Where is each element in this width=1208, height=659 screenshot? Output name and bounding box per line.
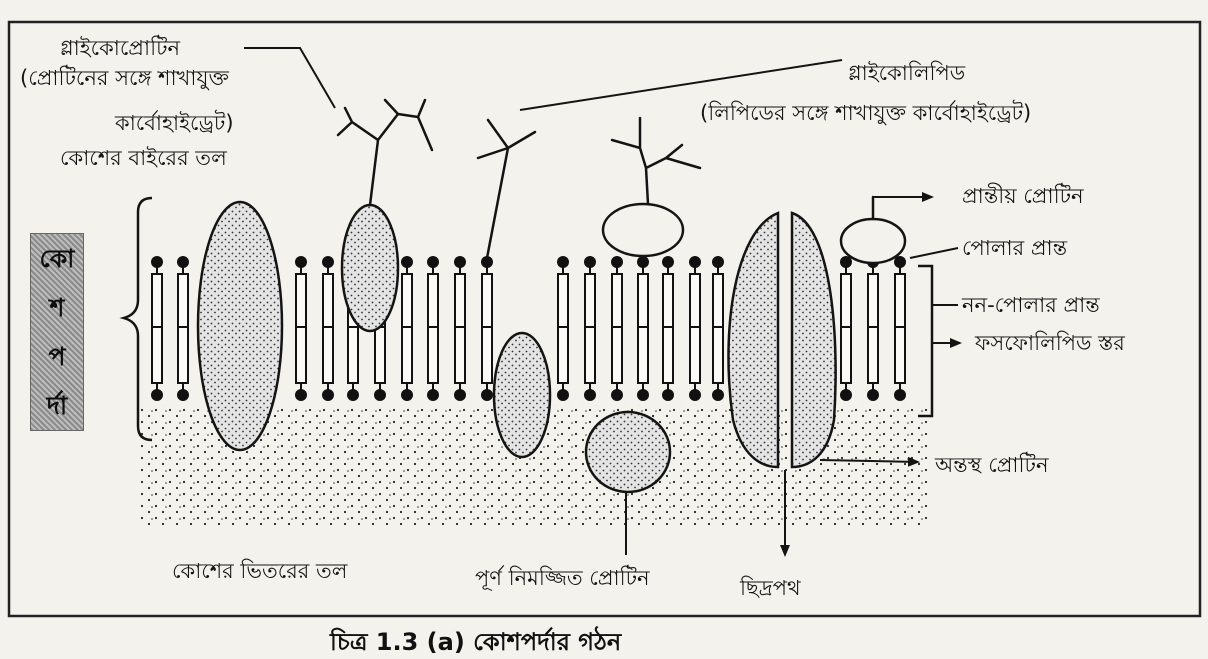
label-glycolipid-desc: (লিপিডের সঙ্গে শাখাযুক্ত কার্বোহাইড্রেট) [700,100,1031,126]
side-label-part: র্দা [47,392,67,420]
phospholipid-molecule [712,256,724,401]
label-phospholipid-layer: ফসফোলিপিড স্তর [975,330,1125,356]
label-nonpolar-end: নন-পোলার প্রান্ত [962,292,1100,318]
phospholipid-molecule [689,256,701,401]
label-outer-surface: কোশের বাইরের তল [60,145,227,171]
membrane-side-label: কো শ প র্দা [30,233,84,431]
phospholipid-molecule [481,256,493,401]
side-label-part: শ [50,294,65,322]
glycoprotein-body [342,205,398,331]
phospholipid-molecule [557,256,569,401]
phospholipid-molecule [427,256,439,401]
phospholipid-molecule [584,256,596,401]
channel-protein-left [728,213,778,467]
label-glycolipid: গ্লাইকোলিপিড [848,60,965,86]
phospholipid-molecule [454,256,466,401]
side-label-part: কো [40,245,75,273]
phospholipid-molecule [840,256,852,401]
label-inner-surface: কোশের ভিতরের তল [172,558,347,584]
label-glycoprotein: গ্লাইকোপ্রোটিন [60,35,180,61]
phospholipid-molecule [295,256,307,401]
phospholipid-molecule [894,256,906,401]
phospholipid-molecule [637,256,649,401]
label-peripheral-protein: প্রান্তীয় প্রোটিন [962,183,1084,209]
phospholipid-molecule [151,256,163,401]
peripheral-protein [841,219,905,263]
layer-bracket [918,266,932,416]
membrane-brace [124,198,152,440]
glycolipid-head-body [603,204,683,256]
label-integral-protein: অন্তস্থ প্রোটিন [935,452,1049,478]
phospholipid-molecule [662,256,674,401]
label-glycoprotein-desc-1: (প্রোটিনের সঙ্গে শাখাযুক্ত [20,65,229,91]
phospholipid-molecule [401,256,413,401]
side-label-part: প [49,343,66,371]
integral-protein-large [198,202,282,450]
channel-protein-right [792,213,836,467]
phospholipid-molecule [322,256,334,401]
phospholipid-molecule [611,256,623,401]
embedded-protein-lower [494,333,550,457]
label-submerged-protein: পূর্ণ নিমজ্জিত প্রোটিন [475,565,650,591]
submerged-protein [586,412,670,492]
phospholipid-molecule [867,256,879,401]
label-polar-end: পোলার প্রান্ত [962,235,1067,261]
phospholipid-molecule [177,256,189,401]
label-glycoprotein-desc-2: কার্বোহাইড্রেট) [115,110,234,136]
label-pore: ছিদ্রপথ [740,575,801,601]
figure-caption: চিত্র 1.3 (a) কোশপর্দার গঠন [330,628,621,656]
